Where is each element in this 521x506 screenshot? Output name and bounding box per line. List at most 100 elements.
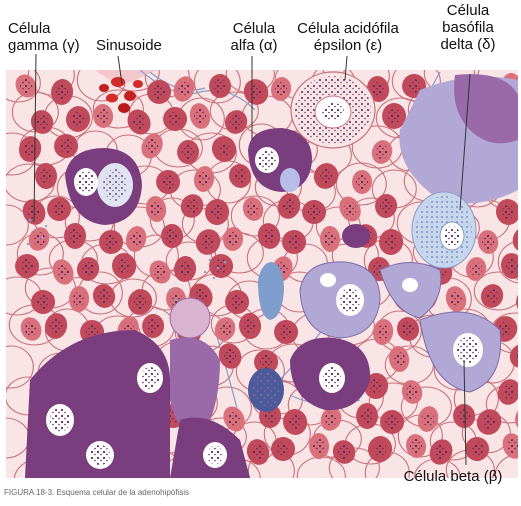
- acidophil-nucleus: [506, 259, 518, 273]
- cell-outline: [473, 271, 518, 311]
- acidophil-nucleus: [385, 235, 398, 249]
- acidophil-nucleus: [277, 442, 290, 456]
- acidophil-nucleus: [393, 352, 406, 366]
- granules: [26, 218, 227, 302]
- acidophil-nucleus: [515, 349, 518, 363]
- acidophil-nucleus: [20, 79, 33, 93]
- acidophil-nucleus: [133, 115, 146, 129]
- cell-outline: [328, 447, 380, 478]
- acidophil-nucleus: [408, 79, 421, 93]
- acidophil-nucleus: [198, 172, 211, 186]
- acidophil-nucleus: [324, 232, 337, 246]
- acidophil-nucleus: [361, 409, 374, 423]
- acidophil-nucleus: [21, 259, 34, 273]
- cell-outline: [6, 345, 34, 389]
- cell-outline: [335, 162, 387, 206]
- acidophil-nucleus: [73, 292, 86, 306]
- cell-outline: [92, 89, 144, 129]
- acidophil-nucleus: [234, 169, 247, 183]
- acidophil-nucleus: [388, 109, 401, 123]
- leader-lines: [33, 53, 471, 466]
- acidophil-nucleus: [162, 175, 175, 189]
- acidophil-nucleus: [224, 349, 237, 363]
- acidophil-nucleus: [182, 145, 195, 159]
- acidophil-nucleus: [483, 415, 496, 429]
- acidophil-nucleus: [250, 85, 263, 99]
- acidophil-nucleus: [247, 202, 260, 216]
- acidophil-nucleus: [231, 295, 244, 309]
- acidophil-nucleus: [458, 409, 471, 423]
- acidophil-nucleus: [482, 235, 495, 249]
- cell-outline: [193, 70, 241, 104]
- acidophil-nucleus: [503, 385, 516, 399]
- acidophil-nucleus: [450, 292, 463, 306]
- acidophil-nucleus: [410, 439, 423, 453]
- label-acidophil-cell: Célula acidófila épsilon (ε): [288, 20, 408, 54]
- acidophil-nucleus: [33, 232, 46, 246]
- acidophil-cell: [509, 344, 518, 368]
- acidophil-nucleus: [263, 229, 276, 243]
- label-alfa-cell: Célula alfa (α): [226, 20, 282, 54]
- acidophil-nucleus: [118, 259, 131, 273]
- acidophil-nucleus: [313, 439, 326, 453]
- acidophil-nucleus: [202, 235, 215, 249]
- acidophil-nucleus: [169, 112, 182, 126]
- acidophil-nucleus: [214, 79, 227, 93]
- basophil-delta-cell: [399, 74, 518, 269]
- label-gamma-line1: Célula: [8, 20, 51, 37]
- acidophil-nucleus: [308, 205, 321, 219]
- beta-cells: [290, 261, 502, 411]
- acidophil-nucleus: [356, 175, 369, 189]
- acidophil-nucleus: [264, 409, 277, 423]
- acidophil-nucleus: [40, 169, 53, 183]
- acidophil-nucleus: [289, 415, 302, 429]
- acidophil-nucleus: [275, 82, 288, 96]
- acidophil-nucleus: [72, 112, 85, 126]
- acidophil-nucleus: [24, 142, 37, 156]
- acidophil-nucleus: [471, 442, 484, 456]
- gamma-cell: [65, 148, 142, 225]
- acidophil-nucleus: [338, 445, 351, 459]
- acidophil-nucleus: [325, 412, 338, 426]
- acidophil-nucleus: [370, 379, 383, 393]
- acidophil-nucleus: [406, 385, 419, 399]
- acidophil-nucleus: [69, 229, 82, 243]
- acidophil-nucleus: [283, 199, 296, 213]
- acidophil-nucleus: [56, 85, 69, 99]
- cell-outline: [494, 453, 518, 478]
- cell-outline: [6, 204, 29, 246]
- acidophil-nucleus: [179, 262, 192, 276]
- acidophil-nucleus: [82, 262, 95, 276]
- acidophil-nucleus: [486, 289, 499, 303]
- label-beta-cell: Célula beta (β): [392, 468, 514, 485]
- label-sinusoide: Sinusoide: [96, 37, 162, 54]
- cell-outline: [497, 240, 518, 284]
- label-basofila-line3: delta (δ): [440, 36, 496, 53]
- label-gamma-cell: Célula gamma (γ): [8, 20, 80, 54]
- acidophil-nucleus: [374, 442, 387, 456]
- acidophil-nucleus: [402, 322, 415, 336]
- acidophil-nucleus: [211, 205, 224, 219]
- acidophil-nucleus: [386, 415, 399, 429]
- acidophil-nucleus: [147, 319, 160, 333]
- acidophil-nucleus: [218, 142, 231, 156]
- acidophil-nucleus: [194, 109, 207, 123]
- bottom-purple-cells: [25, 297, 250, 478]
- acidophil-nucleus: [154, 265, 167, 279]
- acidophil-nucleus: [219, 322, 232, 336]
- acidophil-nucleus: [134, 295, 147, 309]
- acidophil-nucleus: [105, 235, 118, 249]
- label-acidofila-line2: épsilon (ε): [313, 37, 383, 54]
- acidophil-nucleus: [507, 439, 518, 453]
- acidophil-nucleus: [280, 325, 293, 339]
- alfa-cell: [248, 128, 312, 192]
- cell-outline: [6, 70, 41, 103]
- acidophil-nucleus: [252, 445, 265, 459]
- acidophil-nucleus: [130, 232, 143, 246]
- acidophil-nucleus: [502, 205, 515, 219]
- acidophil-nucleus: [422, 412, 435, 426]
- acidophil-nucleus: [244, 319, 257, 333]
- acidophil-nucleus: [288, 235, 301, 249]
